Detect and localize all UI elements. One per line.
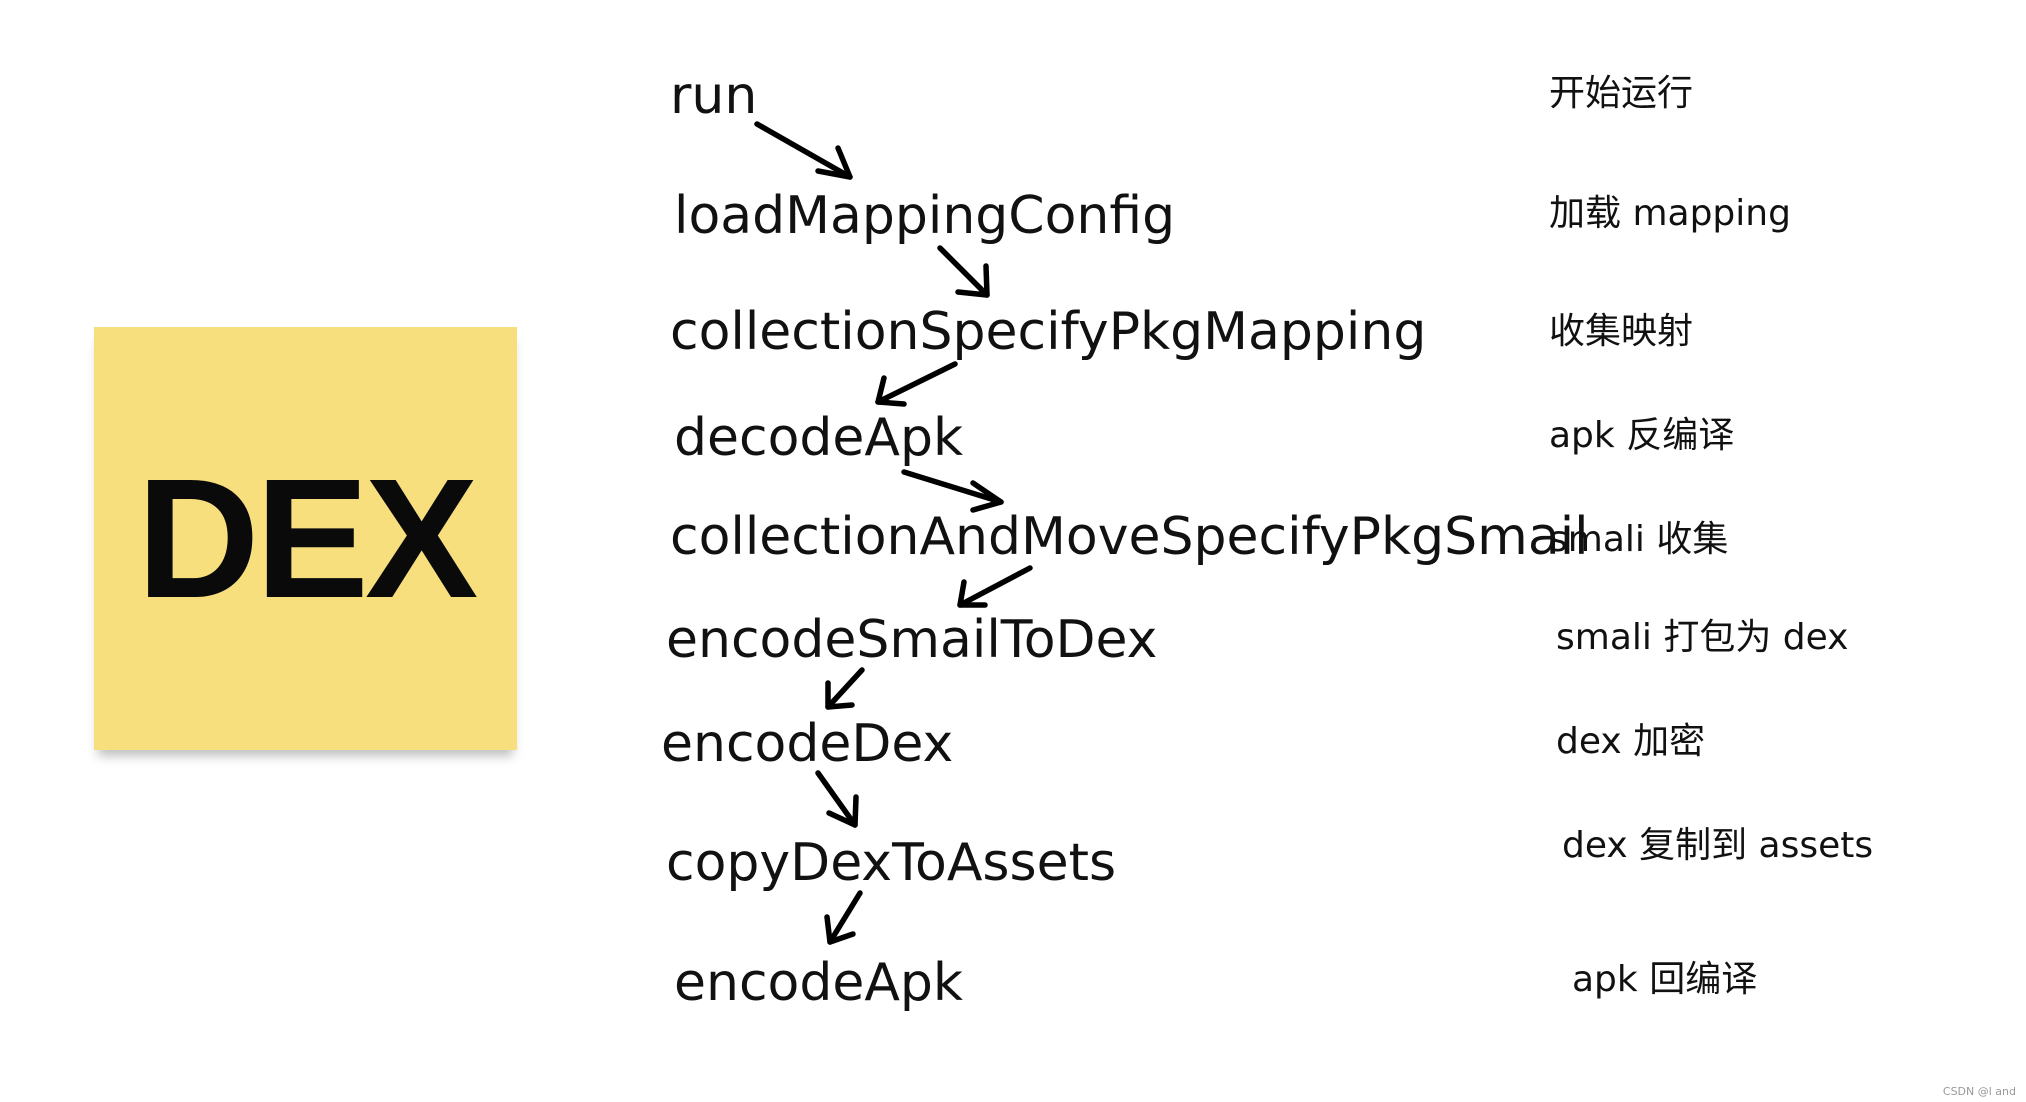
- arrowhead-1: [815, 145, 853, 180]
- step-collection-and-move-specify-pkg-smail: collectionAndMoveSpecifyPkgSmail: [670, 507, 1589, 567]
- dex-sticky-note: DEX: [94, 327, 517, 750]
- csdn-watermark: CSDN @l and: [1942, 1085, 2016, 1098]
- step-copy-dex-to-assets: copyDexToAssets: [666, 833, 1117, 893]
- arrow-copy-to-encodeapk: [827, 890, 863, 945]
- desc-encode-apk: apk 回编译: [1572, 959, 1758, 1000]
- desc-encode-dex: dex 加密: [1556, 721, 1706, 762]
- desc-collection-specify-pkg-mapping: 收集映射: [1549, 311, 1694, 352]
- step-encode-apk: encodeApk: [674, 953, 964, 1013]
- arrow-run-to-load: [754, 121, 853, 180]
- desc-encode-smail-to-dex: smali 打包为 dex: [1556, 617, 1849, 658]
- arrow-encodedex-to-copy: [815, 770, 858, 828]
- desc-run: 开始运行: [1549, 73, 1694, 114]
- dex-note-label: DEX: [136, 443, 479, 634]
- arrow-load-to-collect: [937, 245, 990, 298]
- step-decode-apk: decodeApk: [674, 408, 964, 468]
- step-run: run: [670, 66, 758, 126]
- arrow-decode-to-move: [901, 469, 1004, 505]
- desc-copy-dex-to-assets: dex 复制到 assets: [1562, 825, 1874, 866]
- arrowhead-5: [957, 579, 988, 608]
- step-collection-specify-pkg-mapping: collectionSpecifyPkgMapping: [670, 302, 1427, 362]
- desc-collection-and-move-specify-pkg-smail: smali 收集: [1549, 519, 1729, 560]
- step-encode-dex: encodeDex: [661, 714, 954, 774]
- arrow-encodesmali-to-encodedex: [825, 667, 865, 710]
- arrow-move-to-encodesmali: [957, 565, 1033, 608]
- arrowhead-4: [970, 480, 1004, 513]
- desc-decode-apk: apk 反编译: [1549, 415, 1735, 456]
- arrowhead-2: [955, 263, 990, 298]
- step-load-mapping-config: loadMappingConfig: [674, 186, 1176, 246]
- arrowhead-7: [826, 794, 859, 828]
- arrowhead-6: [825, 680, 855, 710]
- arrowhead-3: [875, 375, 907, 407]
- arrowhead-8: [824, 914, 856, 945]
- desc-load-mapping-config: 加载 mapping: [1549, 193, 1791, 234]
- step-encode-smail-to-dex: encodeSmailToDex: [666, 610, 1158, 670]
- arrow-collect-to-decode: [875, 361, 958, 405]
